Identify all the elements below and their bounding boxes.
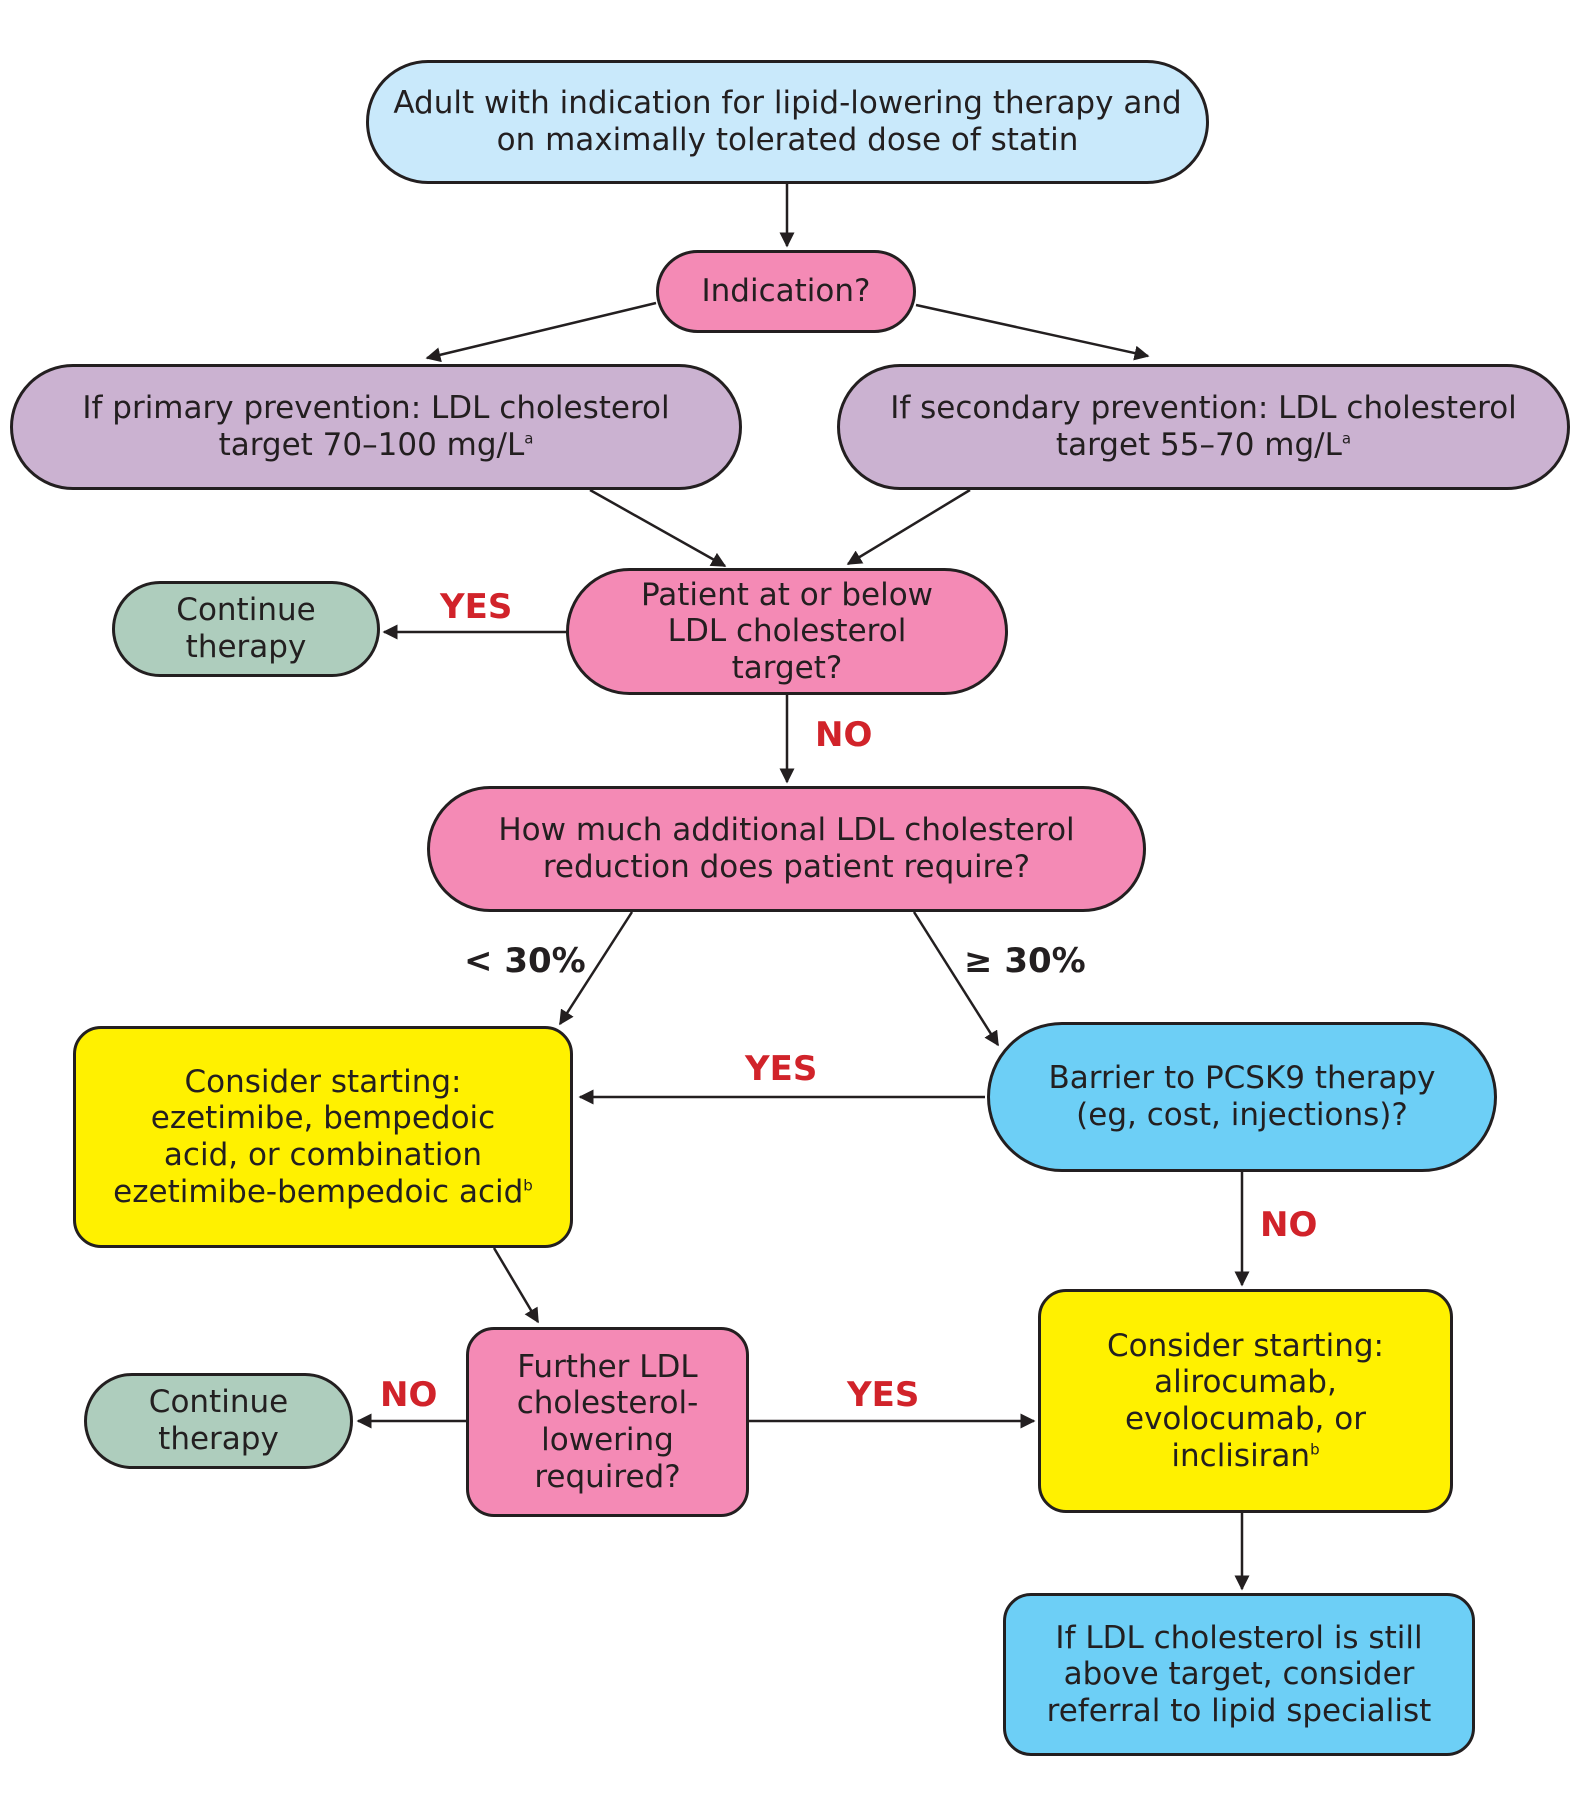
indication-node: Indication?: [656, 250, 916, 333]
arrow-indication-to-secondary: [915, 303, 1150, 361]
continue-therapy-node-2: Continue therapy: [84, 1373, 353, 1469]
primary-footnote-mark: a: [524, 429, 534, 448]
arrow-primary-to-at-target: [589, 488, 727, 568]
secondary-prevention-node: If secondary prevention: LDL cholesterol…: [837, 364, 1570, 490]
start-node-text: Adult with indication for lipid-lowering…: [393, 85, 1182, 158]
barrier-decision-text: Barrier to PCSK9 therapy (eg, cost, inje…: [1048, 1060, 1436, 1133]
arrow-indication-to-primary: [425, 301, 657, 363]
referral-text: If LDL cholesterol is still above target…: [1046, 1619, 1432, 1729]
consider-oral-footnote-mark: b: [523, 1176, 533, 1195]
consider-pcsk9-footnote-mark: b: [1310, 1440, 1320, 1459]
edge-label-no-barrier: NO: [1260, 1205, 1318, 1245]
edge-label-yes-at-target: YES: [440, 587, 513, 627]
primary-prevention-node: If primary prevention: LDL cholesterol t…: [10, 364, 742, 490]
arrow-reduction-to-consider-oral: [558, 911, 634, 1026]
edge-label-no-further: NO: [380, 1375, 438, 1415]
consider-oral-text: Consider starting: ezetimibe, bempedoic …: [113, 1063, 533, 1210]
arrow-reduction-to-barrier: [912, 911, 1000, 1047]
secondary-footnote-mark: a: [1341, 429, 1352, 448]
consider-oral-node: Consider starting: ezetimibe, bempedoic …: [73, 1026, 573, 1248]
consider-pcsk9-node: Consider starting: alirocumab, evolocuma…: [1038, 1289, 1453, 1513]
start-node: Adult with indication for lipid-lowering…: [366, 60, 1209, 184]
barrier-decision-node: Barrier to PCSK9 therapy (eg, cost, inje…: [987, 1022, 1497, 1172]
continue-therapy-node-1: Continue therapy: [112, 581, 380, 677]
at-target-decision-node: Patient at or below LDL cholesterol targ…: [566, 568, 1008, 695]
further-decision-text: Further LDL cholesterol-lowering require…: [516, 1348, 699, 1495]
continue-therapy-text-1: Continue therapy: [176, 592, 316, 665]
continue-therapy-text-2: Continue therapy: [148, 1384, 289, 1457]
arrow-secondary-to-at-target: [846, 488, 971, 566]
reduction-decision-text: How much additional LDL cholesterol redu…: [498, 812, 1075, 885]
referral-node: If LDL cholesterol is still above target…: [1003, 1593, 1475, 1756]
edge-label-no-at-target: NO: [815, 715, 873, 755]
indication-node-text: Indication?: [701, 273, 871, 310]
reduction-decision-node: How much additional LDL cholesterol redu…: [427, 786, 1146, 912]
edge-label-yes-barrier: YES: [745, 1049, 818, 1089]
edge-label-yes-further: YES: [847, 1375, 920, 1415]
at-target-decision-text: Patient at or below LDL cholesterol targ…: [640, 576, 934, 686]
primary-prevention-text: If primary prevention: LDL cholesterol t…: [82, 390, 670, 463]
consider-pcsk9-text: Consider starting: alirocumab, evolocuma…: [1107, 1327, 1384, 1474]
edge-label-more-30: ≥ 30%: [964, 941, 1086, 981]
edge-label-less-30: < 30%: [464, 941, 586, 981]
arrow-consider-oral-to-further: [492, 1247, 540, 1324]
secondary-prevention-text: If secondary prevention: LDL cholesterol…: [890, 390, 1517, 463]
further-decision-node: Further LDL cholesterol-lowering require…: [466, 1327, 749, 1517]
